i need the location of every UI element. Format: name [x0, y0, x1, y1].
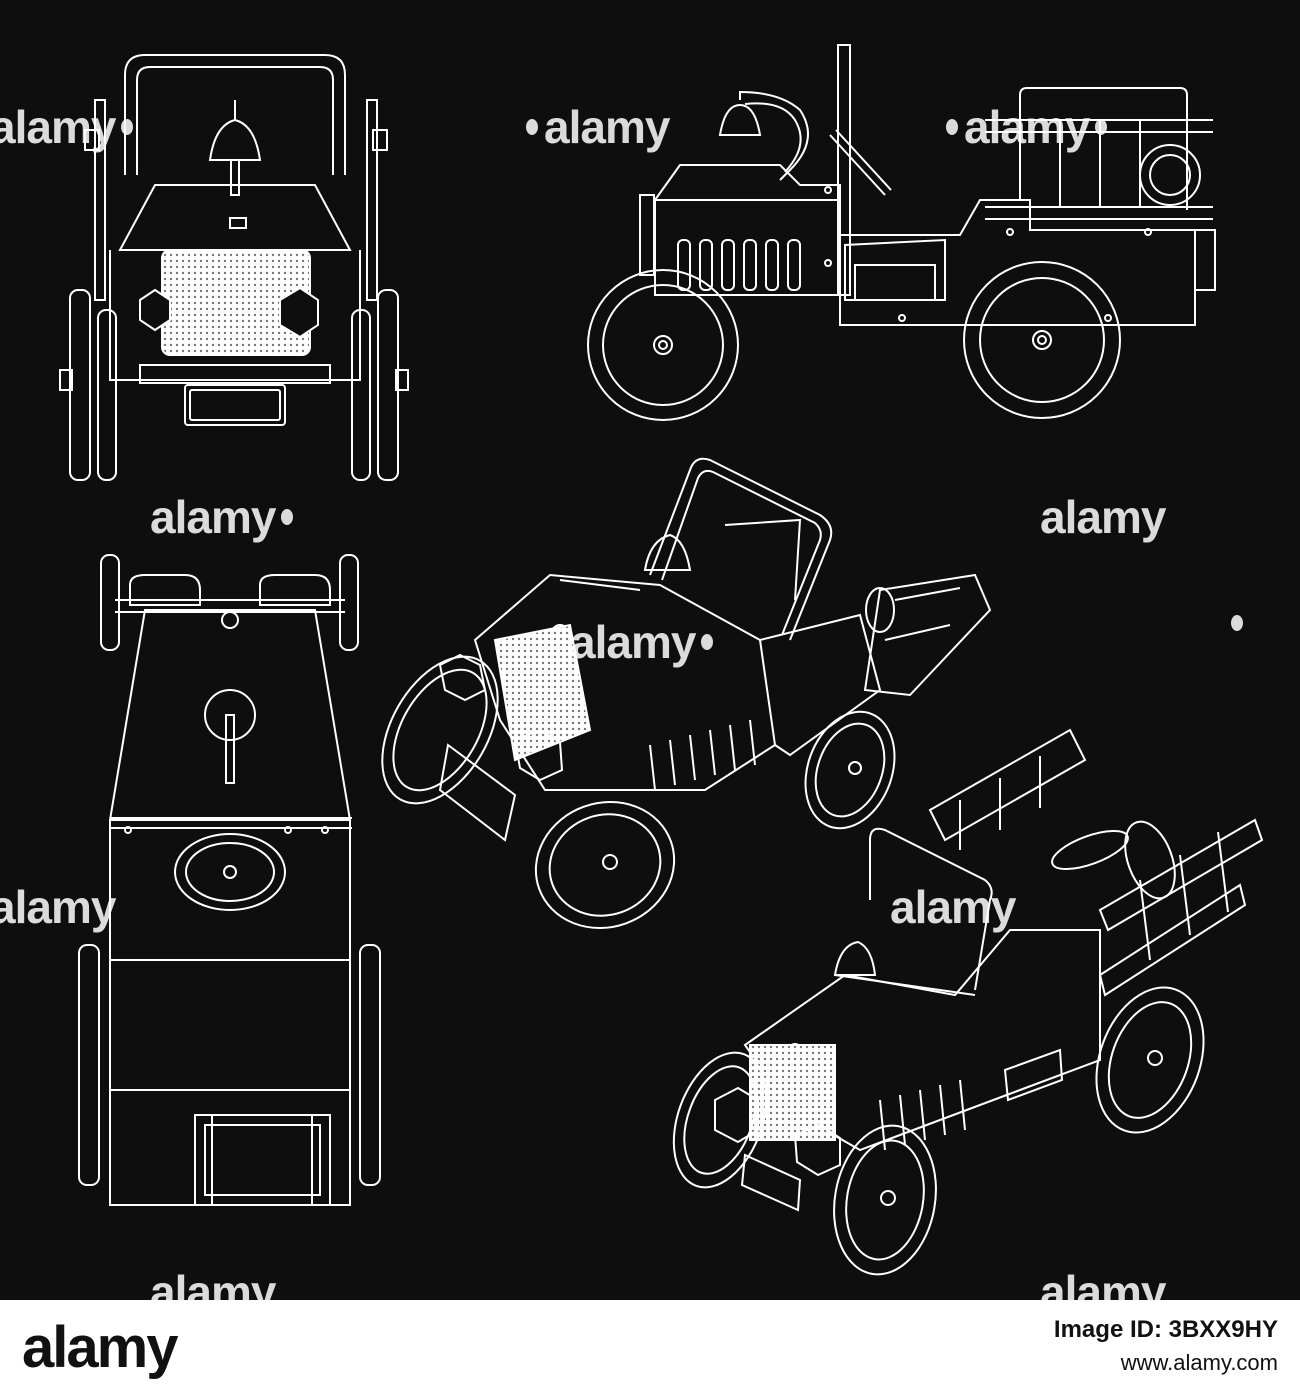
side-view [587, 44, 1216, 421]
front-view [59, 54, 409, 481]
isometric-rear-view [672, 728, 1264, 1276]
top-view [78, 554, 381, 1206]
image-id-label: Image ID: 3BXX9HY [1053, 1316, 1278, 1343]
footer-bar: alamy Image ID: 3BXX9HY www.alamy.com [0, 1300, 1300, 1390]
footer-logo[interactable]: alamy [22, 1315, 178, 1380]
isometric-front-view [381, 457, 992, 929]
pedal-car-drawings [59, 44, 1264, 1276]
blueprint-canvas: alamy alamy alamy alamy alamy alamy alam… [0, 0, 1300, 1300]
footer-url-link[interactable]: www.alamy.com [1120, 1350, 1278, 1375]
